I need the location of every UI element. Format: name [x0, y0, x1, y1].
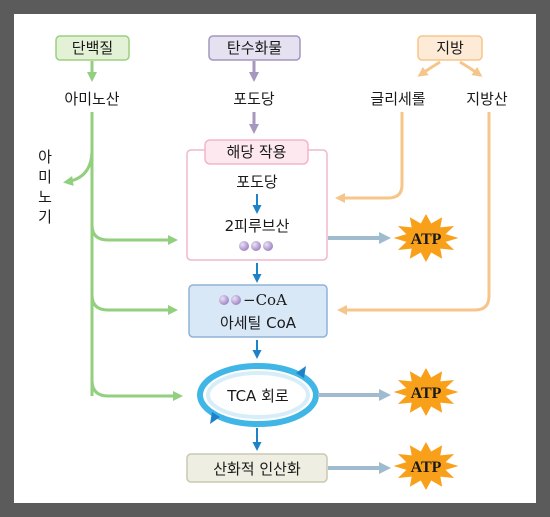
glycerol-label: 글리세롤 [370, 90, 425, 108]
tca-cycle: TCA 회로 [197, 363, 319, 427]
acetyl-line2: 아세틸 CoA [220, 314, 297, 332]
glycolysis-box: 해당 작용 포도당 2피루브산 [186, 139, 328, 261]
acetyl-bead-1 [219, 295, 229, 305]
starburst-shape [393, 214, 459, 262]
amino-group-label: 아 미 노 기 [38, 148, 52, 226]
oxphos-label: 산화적 인산화 [213, 460, 301, 478]
carbohydrate-box: 탄수화물 [208, 35, 301, 61]
glucose-top-label: 포도당 [233, 90, 275, 108]
starburst-shape [393, 368, 459, 416]
protein-box: 단백질 [55, 35, 130, 61]
tca-arrow-bottom [210, 412, 220, 424]
protein-label: 단백질 [72, 39, 113, 57]
pyruvate-bead-2 [251, 241, 261, 251]
pyruvate-bead-1 [239, 241, 249, 251]
side-char-2: 미 [38, 168, 52, 186]
amino-acid-label: 아미노산 [64, 90, 119, 108]
side-char-1: 아 [38, 148, 52, 166]
fatty-acid-label: 지방산 [466, 90, 508, 108]
fat-to-fatty-acid-arrow [459, 60, 483, 77]
fat-paths [335, 112, 491, 315]
starburst-shape [393, 442, 459, 490]
acetyl-bead-2 [231, 295, 241, 305]
oxphos-box: 산화적 인산화 [186, 453, 328, 483]
pyruvate-label: 2피루브산 [225, 217, 290, 235]
atp-bursts: ATP ATP ATP [393, 214, 459, 490]
pyruvate-bead-3 [263, 241, 273, 251]
glycolysis-glucose: 포도당 [236, 173, 278, 191]
atp-arrows [318, 232, 391, 474]
side-char-4: 기 [38, 208, 52, 226]
fat-box: 지방 [417, 35, 483, 61]
atp-starburst-1: ATP [393, 214, 459, 262]
atp-label: ATP [411, 231, 442, 248]
acetyl-coa-box: −CoA 아세틸 CoA [188, 284, 328, 338]
atp-starburst-3: ATP [393, 442, 459, 490]
fat-to-glycerol-arrow [417, 60, 441, 77]
atp-label: ATP [411, 385, 442, 402]
atp-starburst-2: ATP [393, 368, 459, 416]
acetyl-line1: −CoA [243, 291, 287, 309]
glycolysis-title: 해당 작용 [227, 143, 287, 161]
carbohydrate-label: 탄수화물 [227, 39, 282, 57]
fat-label: 지방 [436, 39, 464, 57]
tca-label: TCA 회로 [226, 387, 289, 405]
atp-label: ATP [411, 459, 442, 476]
side-char-3: 노 [38, 188, 52, 206]
tca-arrow-top [296, 366, 306, 378]
pyruvate-beads [239, 241, 273, 251]
amino-acid-paths [63, 112, 183, 401]
